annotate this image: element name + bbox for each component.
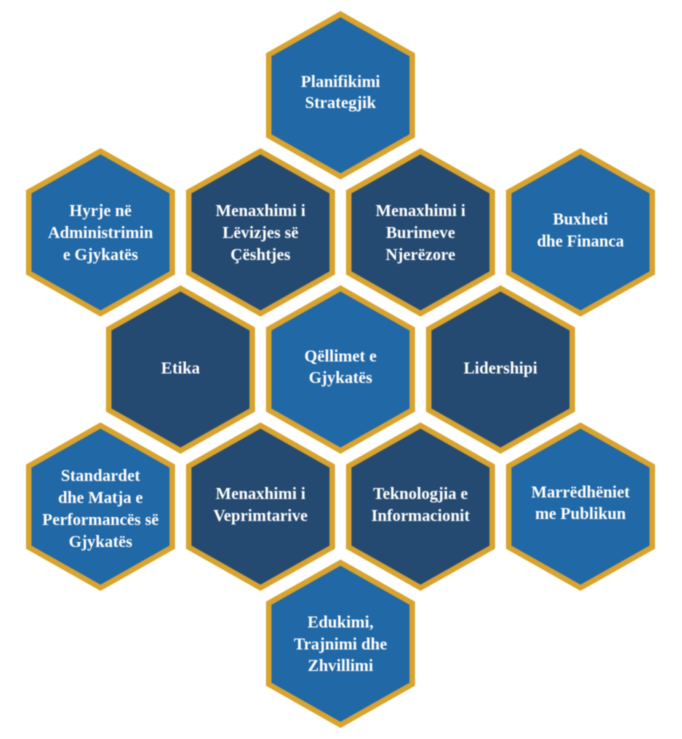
svg-text:Lidershipi: Lidershipi	[464, 358, 538, 377]
svg-text:Etika: Etika	[161, 358, 200, 377]
